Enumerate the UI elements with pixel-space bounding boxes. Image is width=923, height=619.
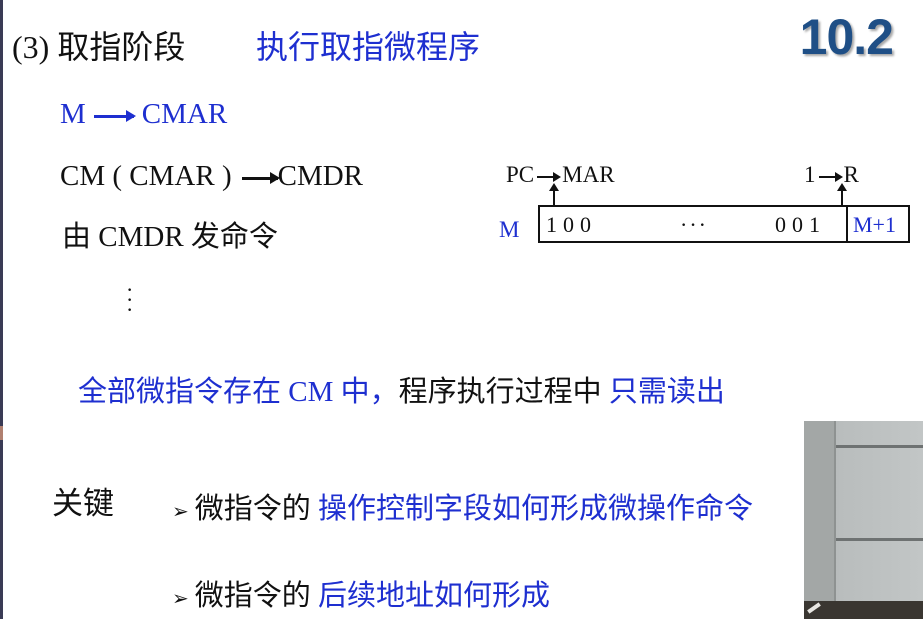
left-op: PC MAR [506,162,615,188]
arrow-bullet-icon: ➢ [172,588,189,610]
bullet-highlight: 后续地址如何形成 [318,580,551,612]
section-number: 10.2 [799,9,894,65]
summary-part2: 程序执行过程中 [398,376,609,408]
op-from: PC [506,162,535,187]
slide-title-suffix: 执行取指微程序 [256,29,481,65]
op-to: R [843,162,859,187]
step-left: M [60,98,86,130]
next-address-field: M+1 [848,205,910,243]
summary-line: 全部微指令存在 CM 中，程序执行过程中 只需读出 [78,368,725,410]
op-to: MAR [562,162,615,187]
window-left-edge [0,0,3,619]
bullet-highlight: 操作控制字段如何形成微操作命令 [318,493,754,525]
summary-part1: 全部微指令存在 CM 中， [78,376,399,408]
video-wall-line [836,445,923,448]
right-arrow-icon [537,171,562,182]
step-right: CMAR [141,98,228,130]
op-from: 1 [804,162,816,187]
up-arrow-icon [549,183,559,207]
edge-accent [0,426,3,440]
video-wall-post [804,421,836,601]
step-right: CMDR [277,160,364,192]
video-wall-line [836,538,923,541]
command-line: 由 CMDR 发命令 [62,221,278,253]
presenter-video-overlay[interactable] [804,421,923,619]
middle-ellipsis: ··· [680,212,708,237]
video-floor [804,601,923,619]
next-address: M+1 [853,212,896,237]
right-bits: 001 [775,212,826,237]
right-arrow-icon [818,171,843,182]
summary-part3: 只需读出 [608,376,725,408]
key-bullet-1: ➢微指令的 操作控制字段如何形成微操作命令 [172,485,753,527]
slide-title-prefix: (3) 取指阶段 [12,29,186,65]
up-arrow-icon [837,183,847,207]
right-arrow-icon [241,171,280,184]
left-bits: 100 [546,212,597,237]
bullet-prefix: 微指令的 [194,493,319,525]
vertical-ellipsis: ··· [126,277,134,322]
right-arrow-icon [93,109,136,122]
key-bullet-2: ➢微指令的 后续地址如何形成 [172,572,550,614]
step-m-to-cmar: M CMAR [60,98,227,131]
address-label: M [499,217,520,242]
arrow-bullet-icon: ➢ [172,501,189,523]
microinstruction-field: 100 ··· 001 [538,205,848,243]
step-cm-to-cmdr: CM ( CMAR ) CMDR [60,160,363,193]
step-left: CM ( CMAR ) [60,160,232,192]
bullet-prefix: 微指令的 [194,580,319,612]
key-label: 关键 [52,486,114,521]
